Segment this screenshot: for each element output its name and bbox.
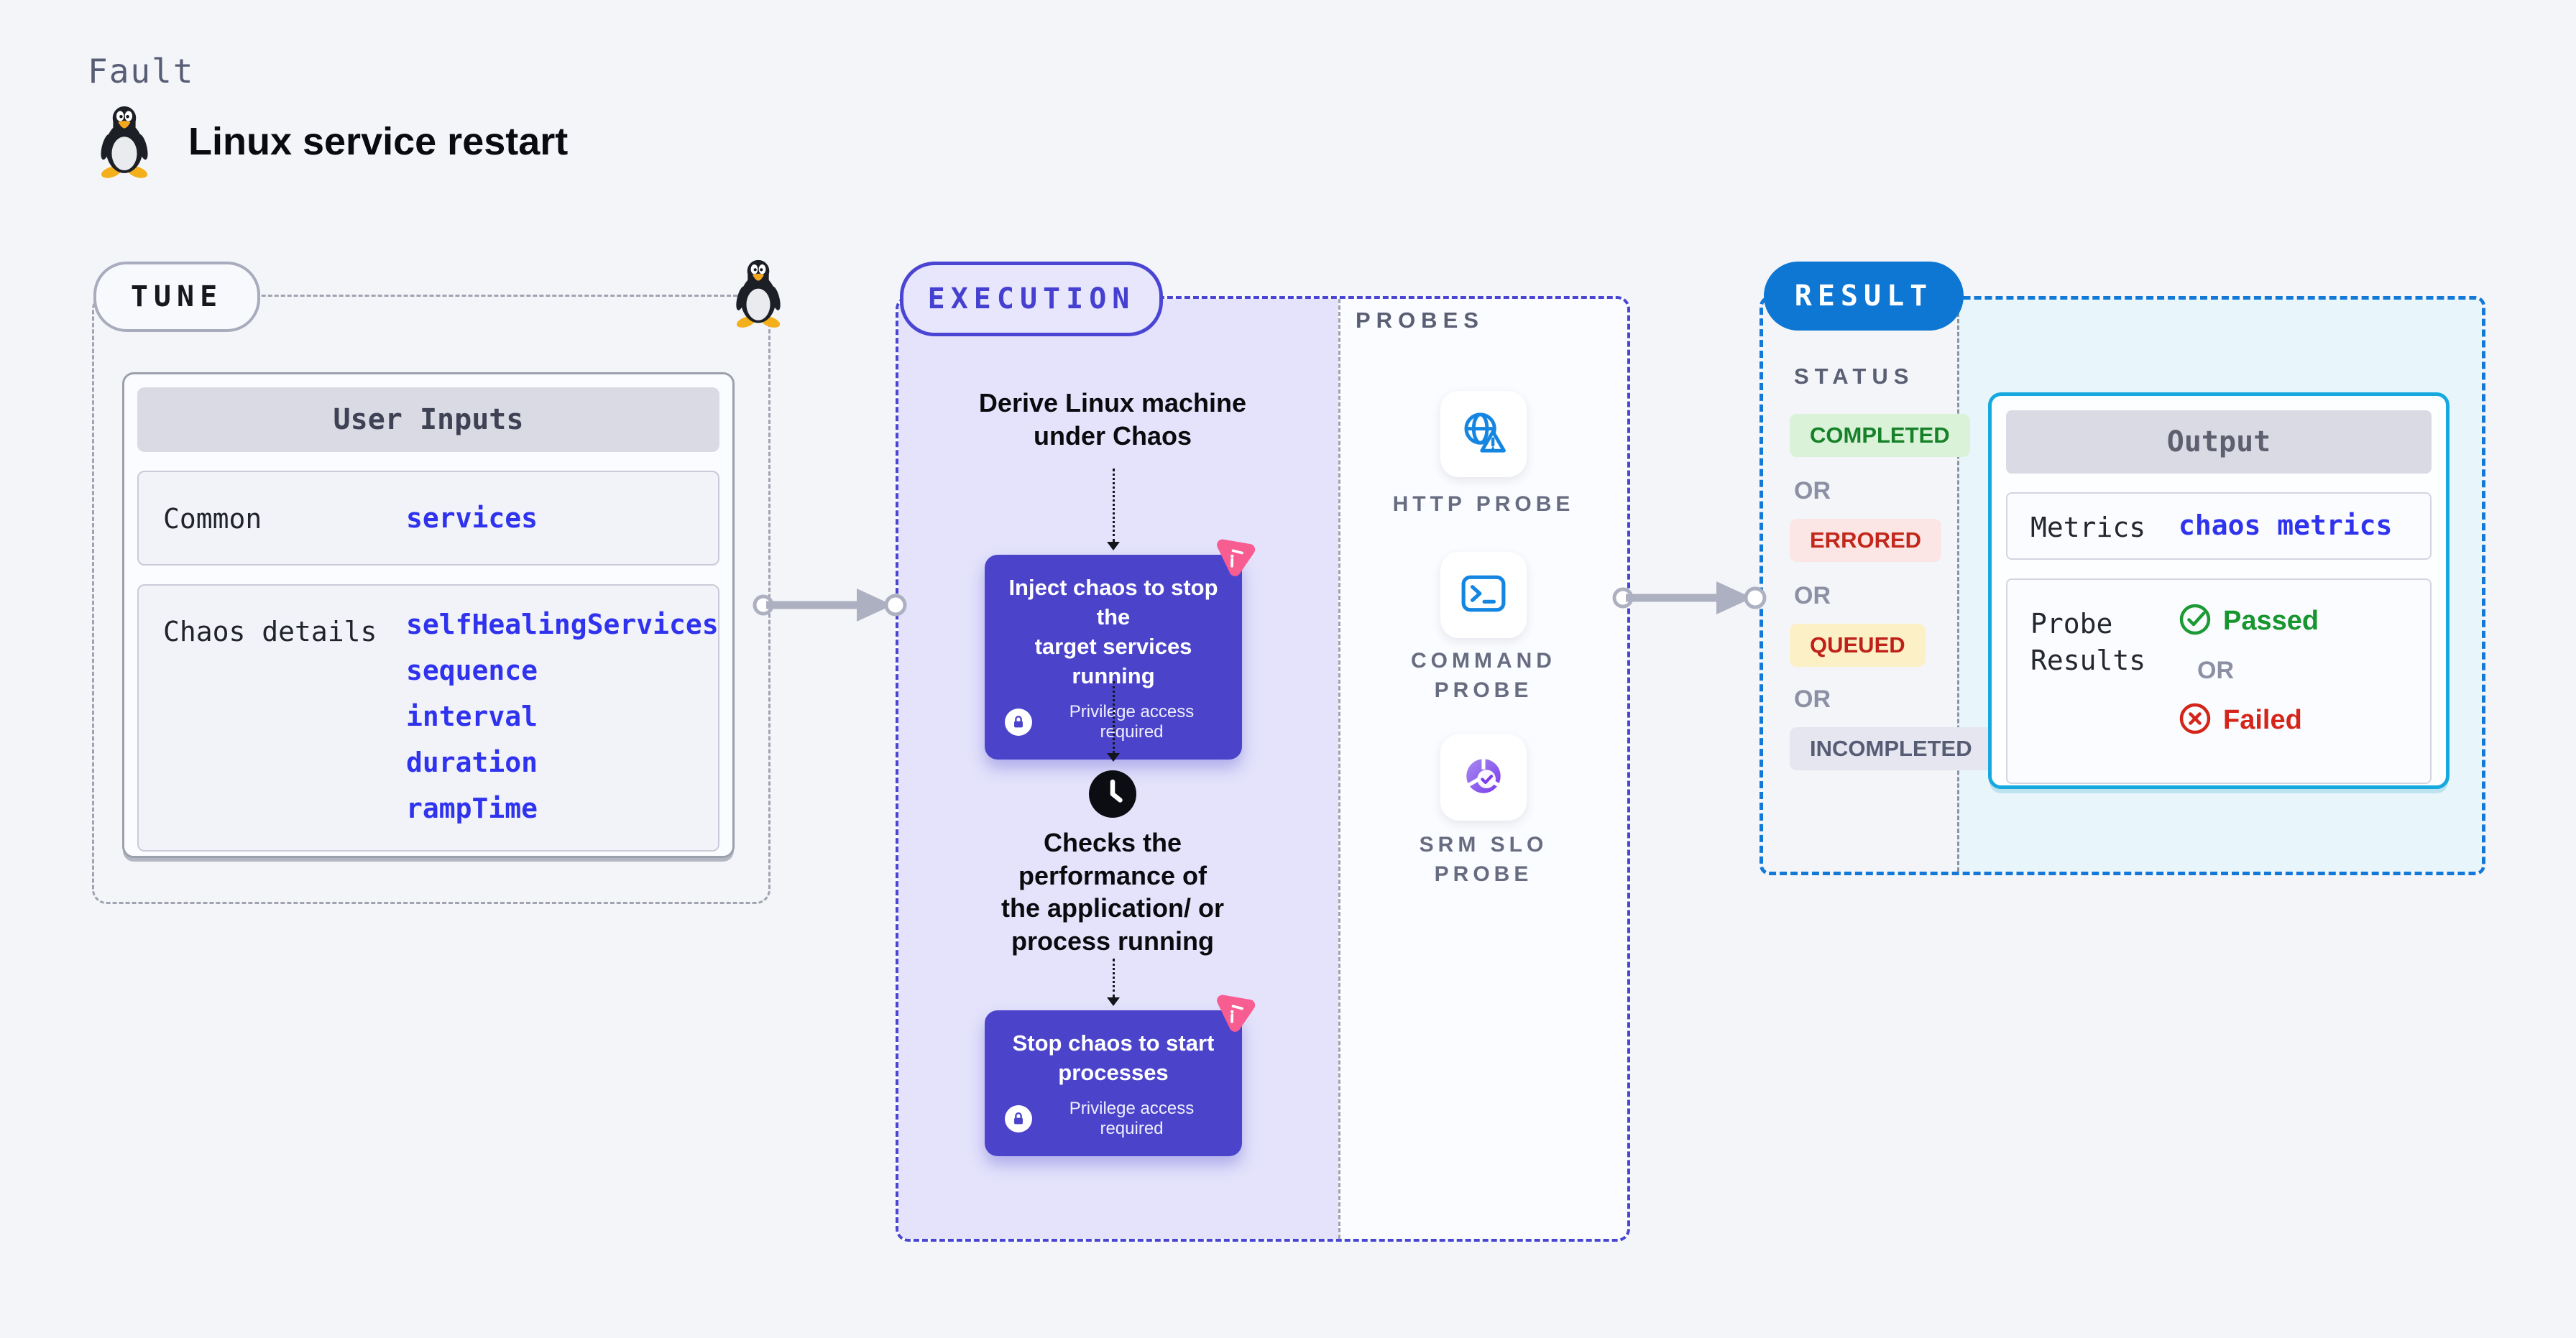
or-separator: OR <box>2197 657 2234 684</box>
result-badge: RESULT <box>1764 262 1964 331</box>
clock-icon <box>1089 770 1136 821</box>
status-badge-errored: ERRORED <box>1790 519 1942 562</box>
chaos-hub-icon <box>1209 529 1261 584</box>
privilege-note: Privilege access required <box>1069 701 1195 742</box>
privilege-note: Privilege access required <box>1069 1098 1195 1138</box>
probe-card-command <box>1440 552 1527 638</box>
x-circle-icon <box>2179 702 2212 739</box>
probes-label: PROBES <box>1356 308 1484 333</box>
tune-badge: TUNE <box>93 262 260 332</box>
lock-icon <box>1005 1104 1032 1132</box>
globe-alert-icon <box>1458 407 1509 461</box>
probe-label-srm-slo: SRM SLO PROBE <box>1419 833 1548 886</box>
chaos-hub-icon <box>1209 984 1261 1040</box>
or-separator: OR <box>1794 477 1831 504</box>
fault-eyebrow: Fault <box>88 52 195 91</box>
stop-chaos-title: Stop chaos to start processes <box>1012 1030 1215 1085</box>
status-badge-queued: QUEUED <box>1790 624 1926 667</box>
or-separator: OR <box>1794 582 1831 609</box>
check-circle-icon <box>2179 603 2212 640</box>
output-header: Output <box>2006 410 2432 474</box>
terminal-icon <box>1460 570 1507 621</box>
connector-arrowhead <box>1107 753 1120 762</box>
tux-penguin-border-icon <box>732 259 785 329</box>
row-label: Chaos details <box>163 616 377 647</box>
param-ramptime: rampTime <box>406 793 538 824</box>
probe-card-http <box>1440 391 1527 477</box>
probe-label-command: COMMAND PROBE <box>1411 649 1556 702</box>
param-services: services <box>406 502 538 534</box>
connector-arrowhead <box>1107 997 1120 1006</box>
output-panel: Output Metrics chaos metrics Probe Resul… <box>1988 392 2450 789</box>
metrics-label: Metrics <box>2030 512 2146 543</box>
connector-line <box>1113 681 1115 753</box>
user-inputs-table: User Inputs Common services Chaos detail… <box>122 372 735 858</box>
inject-chaos-title: Inject chaos to stop the target services… <box>1008 575 1218 688</box>
failed-text: Failed <box>2223 705 2302 735</box>
user-inputs-header: User Inputs <box>137 387 719 452</box>
metrics-value: chaos metrics <box>2179 509 2393 541</box>
stop-chaos-card: Stop chaos to start processes Privilege … <box>985 1010 1242 1156</box>
probe-results-label: Probe Results <box>2030 608 2146 677</box>
param-duration: duration <box>406 747 538 778</box>
probe-card-srm-slo <box>1440 734 1527 821</box>
arrow-tune-to-execution <box>752 582 907 632</box>
probe-results-row: Probe Results Passed OR <box>2006 578 2432 784</box>
connector-line <box>1113 469 1115 542</box>
status-output-divider <box>1957 300 1959 872</box>
metrics-row: Metrics chaos metrics <box>2006 492 2432 560</box>
step-derive-text: Derive Linux machine under Chaos <box>978 388 1247 451</box>
connector-line <box>1113 959 1115 997</box>
arrow-execution-to-result <box>1611 575 1767 624</box>
execution-probes-divider <box>1338 299 1340 1239</box>
table-row-common: Common services <box>137 471 719 566</box>
execution-badge: EXECUTION <box>900 262 1163 336</box>
param-sequence: sequence <box>406 655 538 686</box>
page-title: Linux service restart <box>188 120 569 163</box>
param-selfhealingservices: selfHealingServices <box>406 609 719 640</box>
row-label: Common <box>163 503 262 535</box>
status-badge-incompleted: INCOMPLETED <box>1790 727 1992 770</box>
probe-label-http: HTTP PROBE <box>1392 492 1575 516</box>
tux-penguin-icon <box>96 105 152 180</box>
param-interval: interval <box>406 701 538 732</box>
status-label: STATUS <box>1794 364 1915 389</box>
status-badge-completed: COMPLETED <box>1790 414 1970 457</box>
connector-arrowhead <box>1107 542 1120 550</box>
slo-donut-icon <box>1459 752 1508 804</box>
table-row-chaos-details: Chaos details selfHealingServices sequen… <box>137 584 719 852</box>
or-separator: OR <box>1794 686 1831 713</box>
step-checks-text: Checks the performance of the applicatio… <box>1000 828 1225 956</box>
passed-text: Passed <box>2223 606 2319 636</box>
lock-icon <box>1005 708 1032 736</box>
